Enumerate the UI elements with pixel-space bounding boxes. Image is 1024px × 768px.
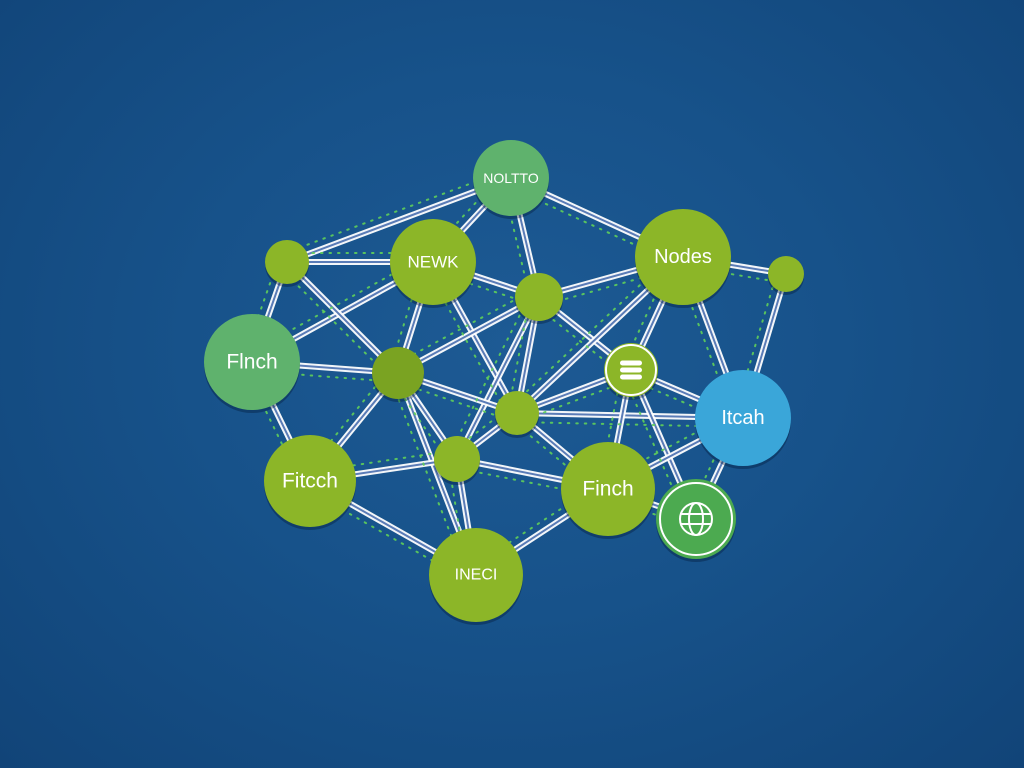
edge-dots-nodes-itcah — [673, 259, 736, 423]
edge-dots-top-tl — [282, 168, 509, 255]
edge-dots-mid-finch_r — [510, 418, 604, 497]
node-ineci[interactable]: INECI — [429, 528, 523, 625]
edge-dots-lowmid-ineci — [447, 459, 469, 578]
node-tl[interactable] — [265, 240, 309, 287]
edge-dots-lowmid-fitcch — [307, 449, 457, 474]
edge-dots-top-nodes — [506, 185, 681, 267]
node-circle — [561, 442, 655, 536]
node-circle — [768, 256, 804, 292]
node-mid[interactable] — [495, 391, 539, 438]
edge-dots-hub-fitcch — [302, 366, 393, 477]
node-globe[interactable] — [656, 479, 736, 562]
edge-dots-tl-hub — [279, 267, 393, 381]
edge-dots-tr-itcah — [733, 270, 779, 417]
node-label: Nodes — [654, 246, 712, 268]
node-top[interactable]: NOLTTO — [473, 140, 549, 219]
node-finch_r[interactable]: Finch — [561, 442, 655, 539]
node-itcah[interactable]: Itcah — [695, 370, 791, 469]
node-center[interactable] — [515, 273, 563, 324]
edge-tl-hub — [284, 259, 401, 376]
node-circle — [434, 436, 480, 482]
node-circle — [695, 370, 791, 466]
edge-dots-center-mid — [507, 294, 532, 413]
edge-center-lowmid — [454, 294, 542, 462]
node-circle — [635, 209, 731, 305]
node-label: Fitcch — [282, 470, 338, 493]
node-label: INECI — [455, 567, 498, 584]
node-lowmid[interactable] — [434, 436, 480, 485]
database-icon — [605, 344, 657, 396]
node-finch_l[interactable]: Flnch — [204, 314, 300, 413]
node-circle — [204, 314, 300, 410]
edge-top-tl — [284, 175, 514, 265]
node-circle — [429, 528, 523, 622]
node-circle — [265, 240, 309, 284]
edge-center-hub — [395, 294, 542, 376]
node-circle — [390, 219, 476, 305]
node-label: Itcah — [721, 407, 764, 429]
edge-dots-newk-mid — [424, 265, 511, 419]
node-circle — [495, 391, 539, 435]
node-label: Finch — [582, 478, 633, 501]
node-circle — [473, 140, 549, 216]
globe-icon — [659, 482, 733, 556]
node-hub[interactable] — [372, 347, 424, 402]
node-circle — [656, 479, 736, 559]
node-circle — [264, 435, 356, 527]
node-nodes[interactable]: Nodes — [635, 209, 731, 308]
node-circle — [372, 347, 424, 399]
node-db[interactable] — [604, 343, 658, 400]
node-label: Flnch — [226, 351, 277, 374]
node-tr[interactable] — [768, 256, 804, 295]
node-fitcch[interactable]: Fitcch — [264, 435, 356, 530]
node-label: NEWK — [408, 253, 460, 272]
edge-dots-center-db — [532, 303, 627, 379]
edge-dots-fitcch-ineci — [304, 487, 473, 584]
edge-dots-center-nodes — [540, 264, 687, 307]
node-label: NOLTTO — [483, 170, 539, 186]
node-circle — [515, 273, 563, 321]
node-newk[interactable]: NEWK — [390, 219, 476, 308]
edge-dots-center-hub — [392, 288, 536, 367]
